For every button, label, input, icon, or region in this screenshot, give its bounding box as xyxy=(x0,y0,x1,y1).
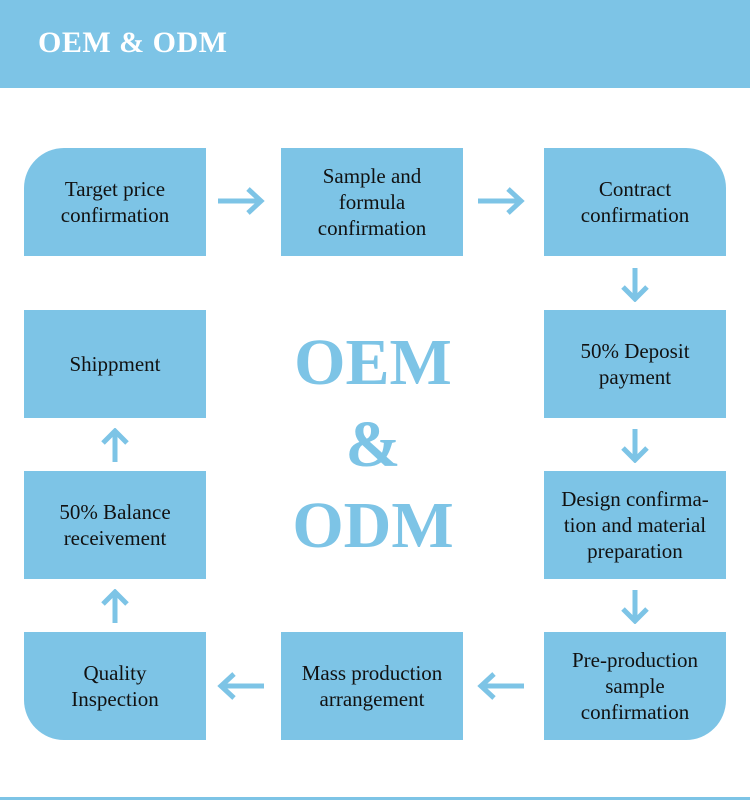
step-label: Target price confirmation xyxy=(60,177,170,227)
step-label: Mass production arrangement xyxy=(301,661,443,711)
step-balance-receivement: 50% Balance receivement xyxy=(24,471,206,579)
step-label: Sample and formula confirmation xyxy=(317,164,427,240)
arrow-left-icon xyxy=(216,671,266,701)
step-label: 50% Balance receivement xyxy=(59,500,171,550)
arrow-right-icon xyxy=(476,186,526,216)
arrow-down-icon xyxy=(620,266,650,302)
step-label: Pre-production sample confirmation xyxy=(572,648,698,724)
arrow-down-icon xyxy=(620,427,650,463)
step-label: Quality Inspection xyxy=(71,661,159,711)
step-deposit-payment: 50% Deposit payment xyxy=(544,310,726,418)
arrow-right-icon xyxy=(216,186,266,216)
step-label: Shippment xyxy=(69,352,161,376)
step-quality-inspection: Quality Inspection xyxy=(24,632,206,740)
step-label: Design confirma- tion and material prepa… xyxy=(561,487,709,563)
step-pre-production-sample: Pre-production sample confirmation xyxy=(544,632,726,740)
step-label: 50% Deposit payment xyxy=(580,339,690,389)
center-title-odm: ODM xyxy=(292,489,454,562)
arrow-down-icon xyxy=(620,588,650,624)
step-label: Contract confirmation xyxy=(580,177,690,227)
center-title-oem: OEM xyxy=(294,326,452,399)
step-target-price-confirmation: Target price confirmation xyxy=(24,148,206,256)
header-banner: OEM & ODM xyxy=(0,0,750,88)
arrow-up-icon xyxy=(100,589,130,625)
step-design-material-preparation: Design confirma- tion and material prepa… xyxy=(544,471,726,579)
step-contract-confirmation: Contract confirmation xyxy=(544,148,726,256)
arrow-up-icon xyxy=(100,428,130,464)
arrow-left-icon xyxy=(476,671,526,701)
step-shipment: Shippment xyxy=(24,310,206,418)
page-title: OEM & ODM xyxy=(38,26,228,59)
step-mass-production: Mass production arrangement xyxy=(281,632,463,740)
bottom-divider xyxy=(0,797,750,800)
step-sample-formula-confirmation: Sample and formula confirmation xyxy=(281,148,463,256)
center-title-ampersand: & xyxy=(345,408,401,481)
